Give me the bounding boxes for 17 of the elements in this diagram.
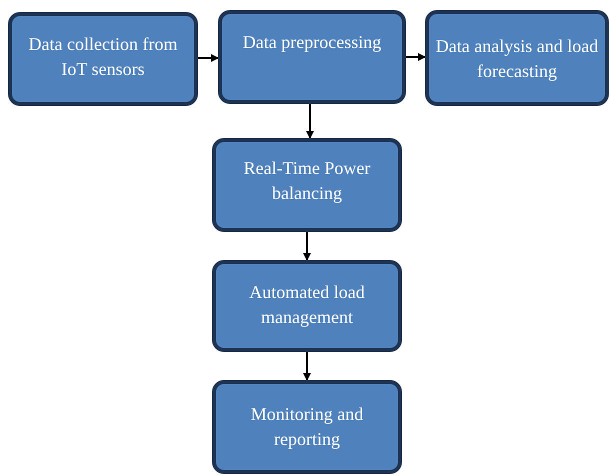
- box-label: Data collection from IoT sensors: [28, 33, 178, 81]
- arrow: [406, 53, 426, 61]
- process-box: [8, 12, 198, 106]
- process-box: [425, 10, 609, 106]
- process-box: [212, 260, 402, 352]
- box-label: Automated load management: [248, 281, 366, 329]
- arrow: [303, 232, 311, 261]
- arrow: [303, 352, 311, 381]
- box-label: Real-Time Power balancing: [242, 157, 372, 205]
- process-box: [218, 10, 406, 104]
- arrow: [198, 54, 219, 62]
- process-box: [212, 380, 402, 474]
- process-box: [212, 138, 402, 232]
- box-label: Data preprocessing: [242, 31, 382, 54]
- box-label: Data analysis and load forecasting: [434, 35, 600, 83]
- box-label: Monitoring and reporting: [250, 403, 364, 451]
- arrow: [306, 104, 314, 139]
